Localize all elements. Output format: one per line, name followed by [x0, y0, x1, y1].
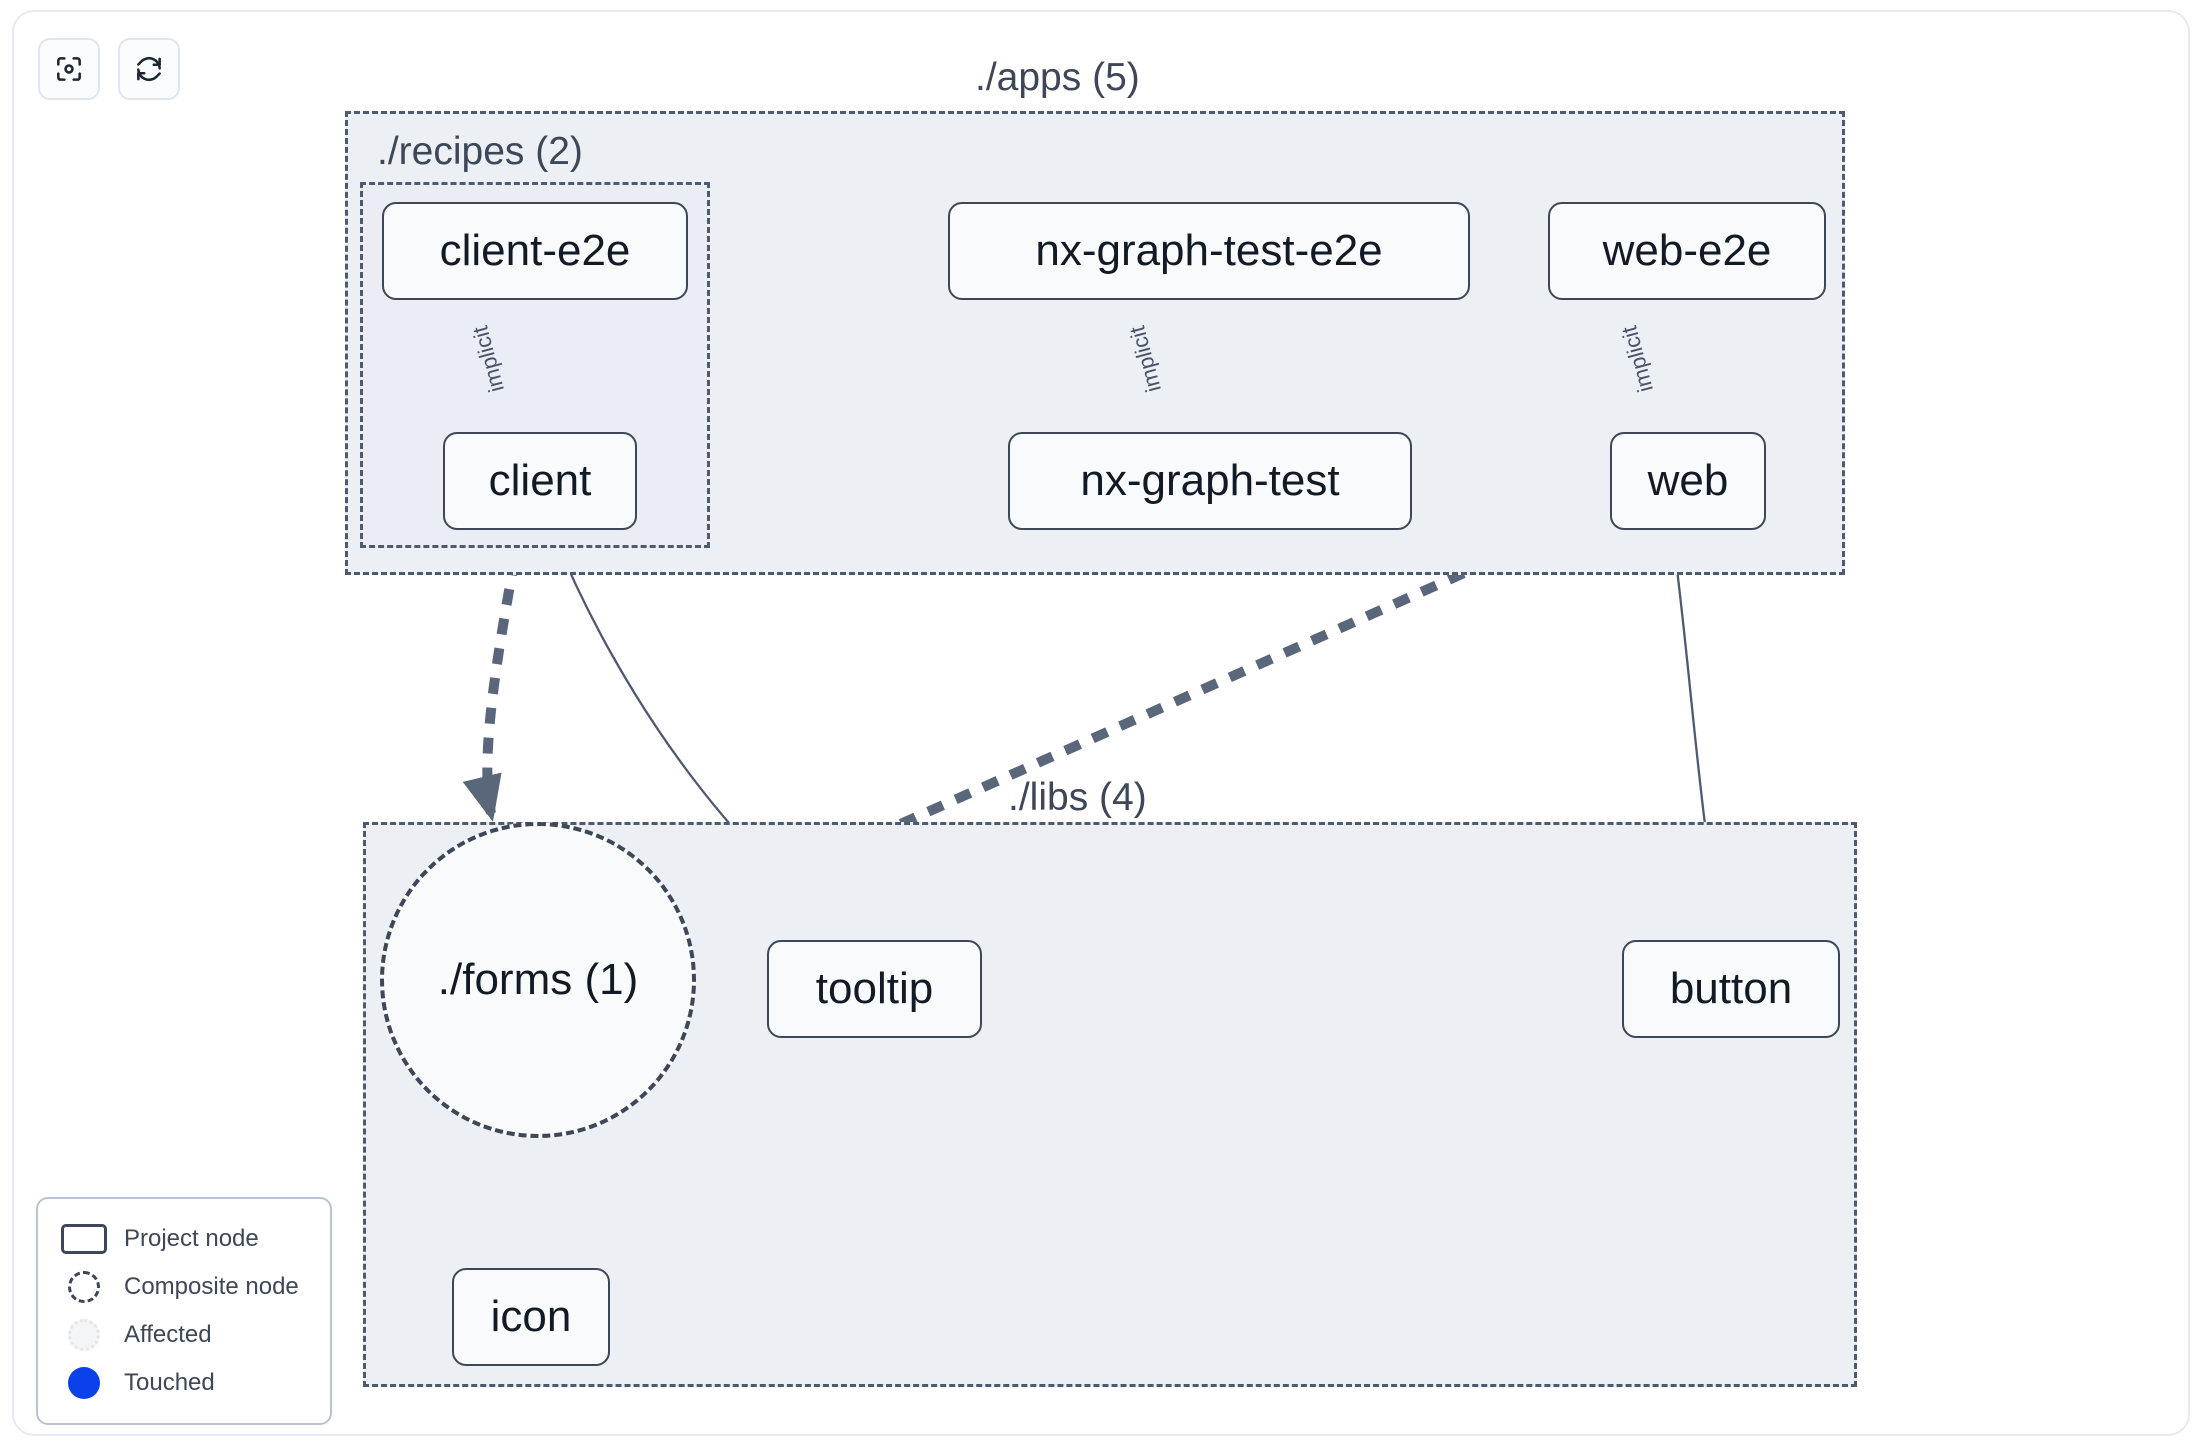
- graph-toolbar: [38, 38, 180, 100]
- focus-graph-button[interactable]: [38, 38, 100, 100]
- legend-label-project-node: Project node: [124, 1225, 259, 1252]
- legend-item-touched: Touched: [56, 1359, 312, 1407]
- group-label-libs: ./libs (4): [1008, 776, 1147, 819]
- legend-label-touched: Touched: [124, 1369, 215, 1396]
- group-label-recipes: ./recipes (2): [377, 130, 583, 173]
- project-node-swatch-icon: [56, 1224, 112, 1254]
- node-nx-graph-test-e2e[interactable]: nx-graph-test-e2e: [948, 202, 1470, 300]
- legend-label-affected: Affected: [124, 1321, 212, 1348]
- node-button[interactable]: button: [1622, 940, 1840, 1038]
- refresh-icon: [133, 53, 165, 85]
- node-web-e2e[interactable]: web-e2e: [1548, 202, 1826, 300]
- graph-legend: Project node Composite node Affected Tou…: [36, 1197, 332, 1425]
- composite-node-swatch-icon: [56, 1271, 112, 1303]
- node-web[interactable]: web: [1610, 432, 1766, 530]
- affected-swatch-icon: [56, 1319, 112, 1351]
- legend-item-composite-node: Composite node: [56, 1263, 312, 1311]
- legend-item-project-node: Project node: [56, 1215, 312, 1263]
- node-client-e2e[interactable]: client-e2e: [382, 202, 688, 300]
- node-forms-composite[interactable]: ./forms (1): [380, 822, 696, 1138]
- focus-target-icon: [53, 53, 85, 85]
- node-client[interactable]: client: [443, 432, 637, 530]
- group-label-apps: ./apps (5): [975, 56, 1140, 99]
- node-nx-graph-test[interactable]: nx-graph-test: [1008, 432, 1412, 530]
- legend-label-composite-node: Composite node: [124, 1273, 299, 1300]
- touched-swatch-icon: [56, 1367, 112, 1399]
- node-icon[interactable]: icon: [452, 1268, 610, 1366]
- refresh-graph-button[interactable]: [118, 38, 180, 100]
- legend-item-affected: Affected: [56, 1311, 312, 1359]
- node-tooltip[interactable]: tooltip: [767, 940, 982, 1038]
